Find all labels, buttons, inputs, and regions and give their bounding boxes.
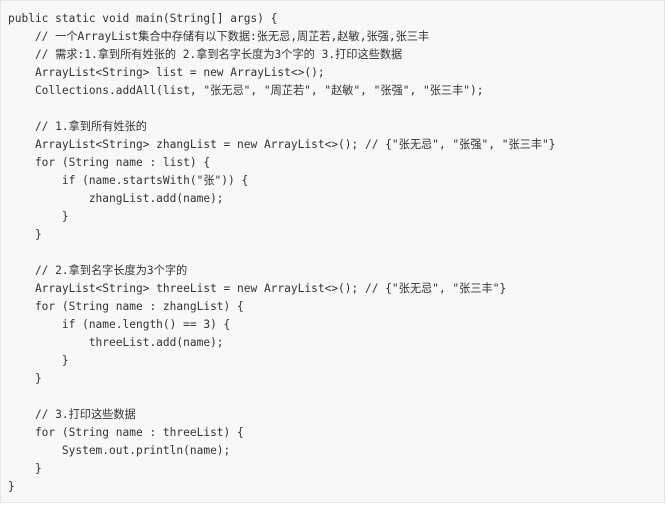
code-line: System.out.println(name); <box>8 444 231 457</box>
code-line: } <box>8 462 42 475</box>
code-line: for (String name : threeList) { <box>8 426 244 439</box>
code-line: // 3.打印这些数据 <box>8 408 136 421</box>
code-line: } <box>8 372 42 385</box>
code-line: Collections.addAll(list, "张无忌", "周芷若", "… <box>8 84 484 97</box>
code-line: threeList.add(name); <box>8 336 224 349</box>
code-line: zhangList.add(name); <box>8 192 224 205</box>
code-line: // 一个ArrayList集合中存储有以下数据:张无忌,周芷若,赵敏,张强,张… <box>8 30 430 43</box>
code-line: if (name.startsWith("张")) { <box>8 174 249 187</box>
code-line: for (String name : zhangList) { <box>8 300 244 313</box>
code-line: public static void main(String[] args) { <box>8 12 278 25</box>
code-line: } <box>8 354 69 367</box>
code-line: for (String name : list) { <box>8 156 211 169</box>
code-line: } <box>8 210 69 223</box>
code-line: // 1.拿到所有姓张的 <box>8 120 147 133</box>
code-lines: public static void main(String[] args) {… <box>8 10 556 496</box>
code-line <box>8 100 556 118</box>
code-line <box>8 388 556 406</box>
code-line: ArrayList<String> threeList = new ArrayL… <box>8 282 507 295</box>
code-line: ArrayList<String> list = new ArrayList<>… <box>8 66 325 79</box>
code-line: // 2.拿到名字长度为3个字的 <box>8 264 188 277</box>
code-line: } <box>8 228 42 241</box>
code-line: ArrayList<String> zhangList = new ArrayL… <box>8 138 556 151</box>
code-line <box>8 244 556 262</box>
code-line: // 需求:1.拿到所有姓张的 2.拿到名字长度为3个字的 3.打印这些数据 <box>8 48 403 61</box>
code-line: } <box>8 480 15 493</box>
code-line: if (name.length() == 3) { <box>8 318 231 331</box>
